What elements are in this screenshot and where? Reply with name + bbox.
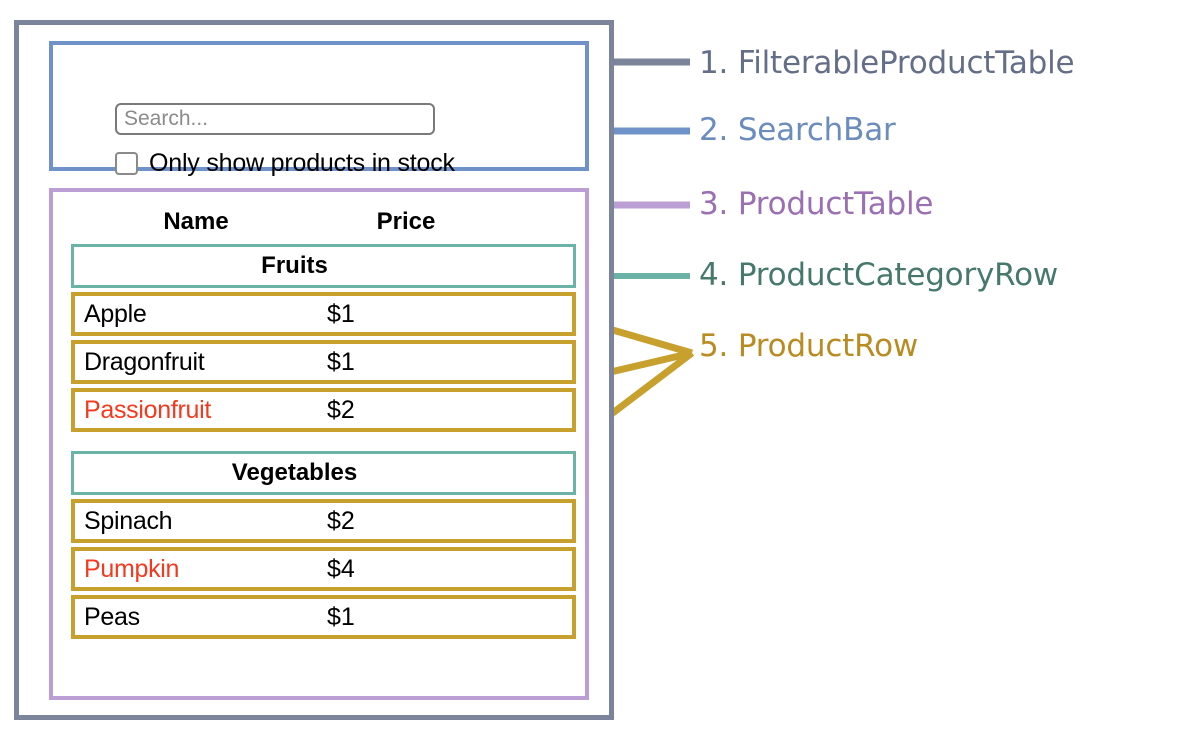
product-name: Spinach (84, 506, 173, 535)
search-input[interactable] (115, 103, 435, 135)
filterable-product-table: Only show products in stock Name Price F… (14, 20, 614, 720)
product-row: Apple $1 (71, 292, 576, 336)
in-stock-filter[interactable]: Only show products in stock (115, 149, 455, 178)
product-category-row: Fruits (71, 244, 576, 288)
product-price: $1 (327, 602, 355, 631)
checkbox-icon[interactable] (115, 152, 138, 175)
category-label: Vegetables (231, 459, 358, 486)
product-row: Spinach $2 (71, 499, 576, 543)
product-price: $1 (327, 347, 355, 376)
product-name: Passionfruit (84, 395, 212, 424)
product-name: Peas (84, 602, 140, 631)
product-row: Peas $1 (71, 595, 576, 639)
product-name: Apple (84, 299, 147, 328)
product-price: $1 (327, 299, 355, 328)
product-name: Dragonfruit (84, 347, 205, 376)
table-body: Fruits Apple $1 Dragonfruit $1 Passionfr… (71, 244, 576, 643)
product-table: Name Price Fruits Apple $1 Dragonfruit $… (49, 188, 589, 700)
product-row: Pumpkin $4 (71, 547, 576, 591)
product-price: $4 (327, 554, 355, 583)
product-price: $2 (327, 506, 355, 535)
in-stock-label: Only show products in stock (149, 149, 455, 177)
search-bar: Only show products in stock (49, 41, 589, 177)
category-label: Fruits (261, 252, 328, 279)
product-row: Passionfruit $2 (71, 388, 576, 432)
product-category-row: Vegetables (71, 451, 576, 495)
column-header-price: Price (376, 207, 436, 235)
product-price: $2 (327, 395, 355, 424)
group-spacer (71, 436, 576, 451)
table-header-row: Name Price (71, 199, 561, 244)
product-row: Dragonfruit $1 (71, 340, 576, 384)
product-name: Pumpkin (84, 554, 180, 583)
column-header-name: Name (163, 207, 229, 235)
